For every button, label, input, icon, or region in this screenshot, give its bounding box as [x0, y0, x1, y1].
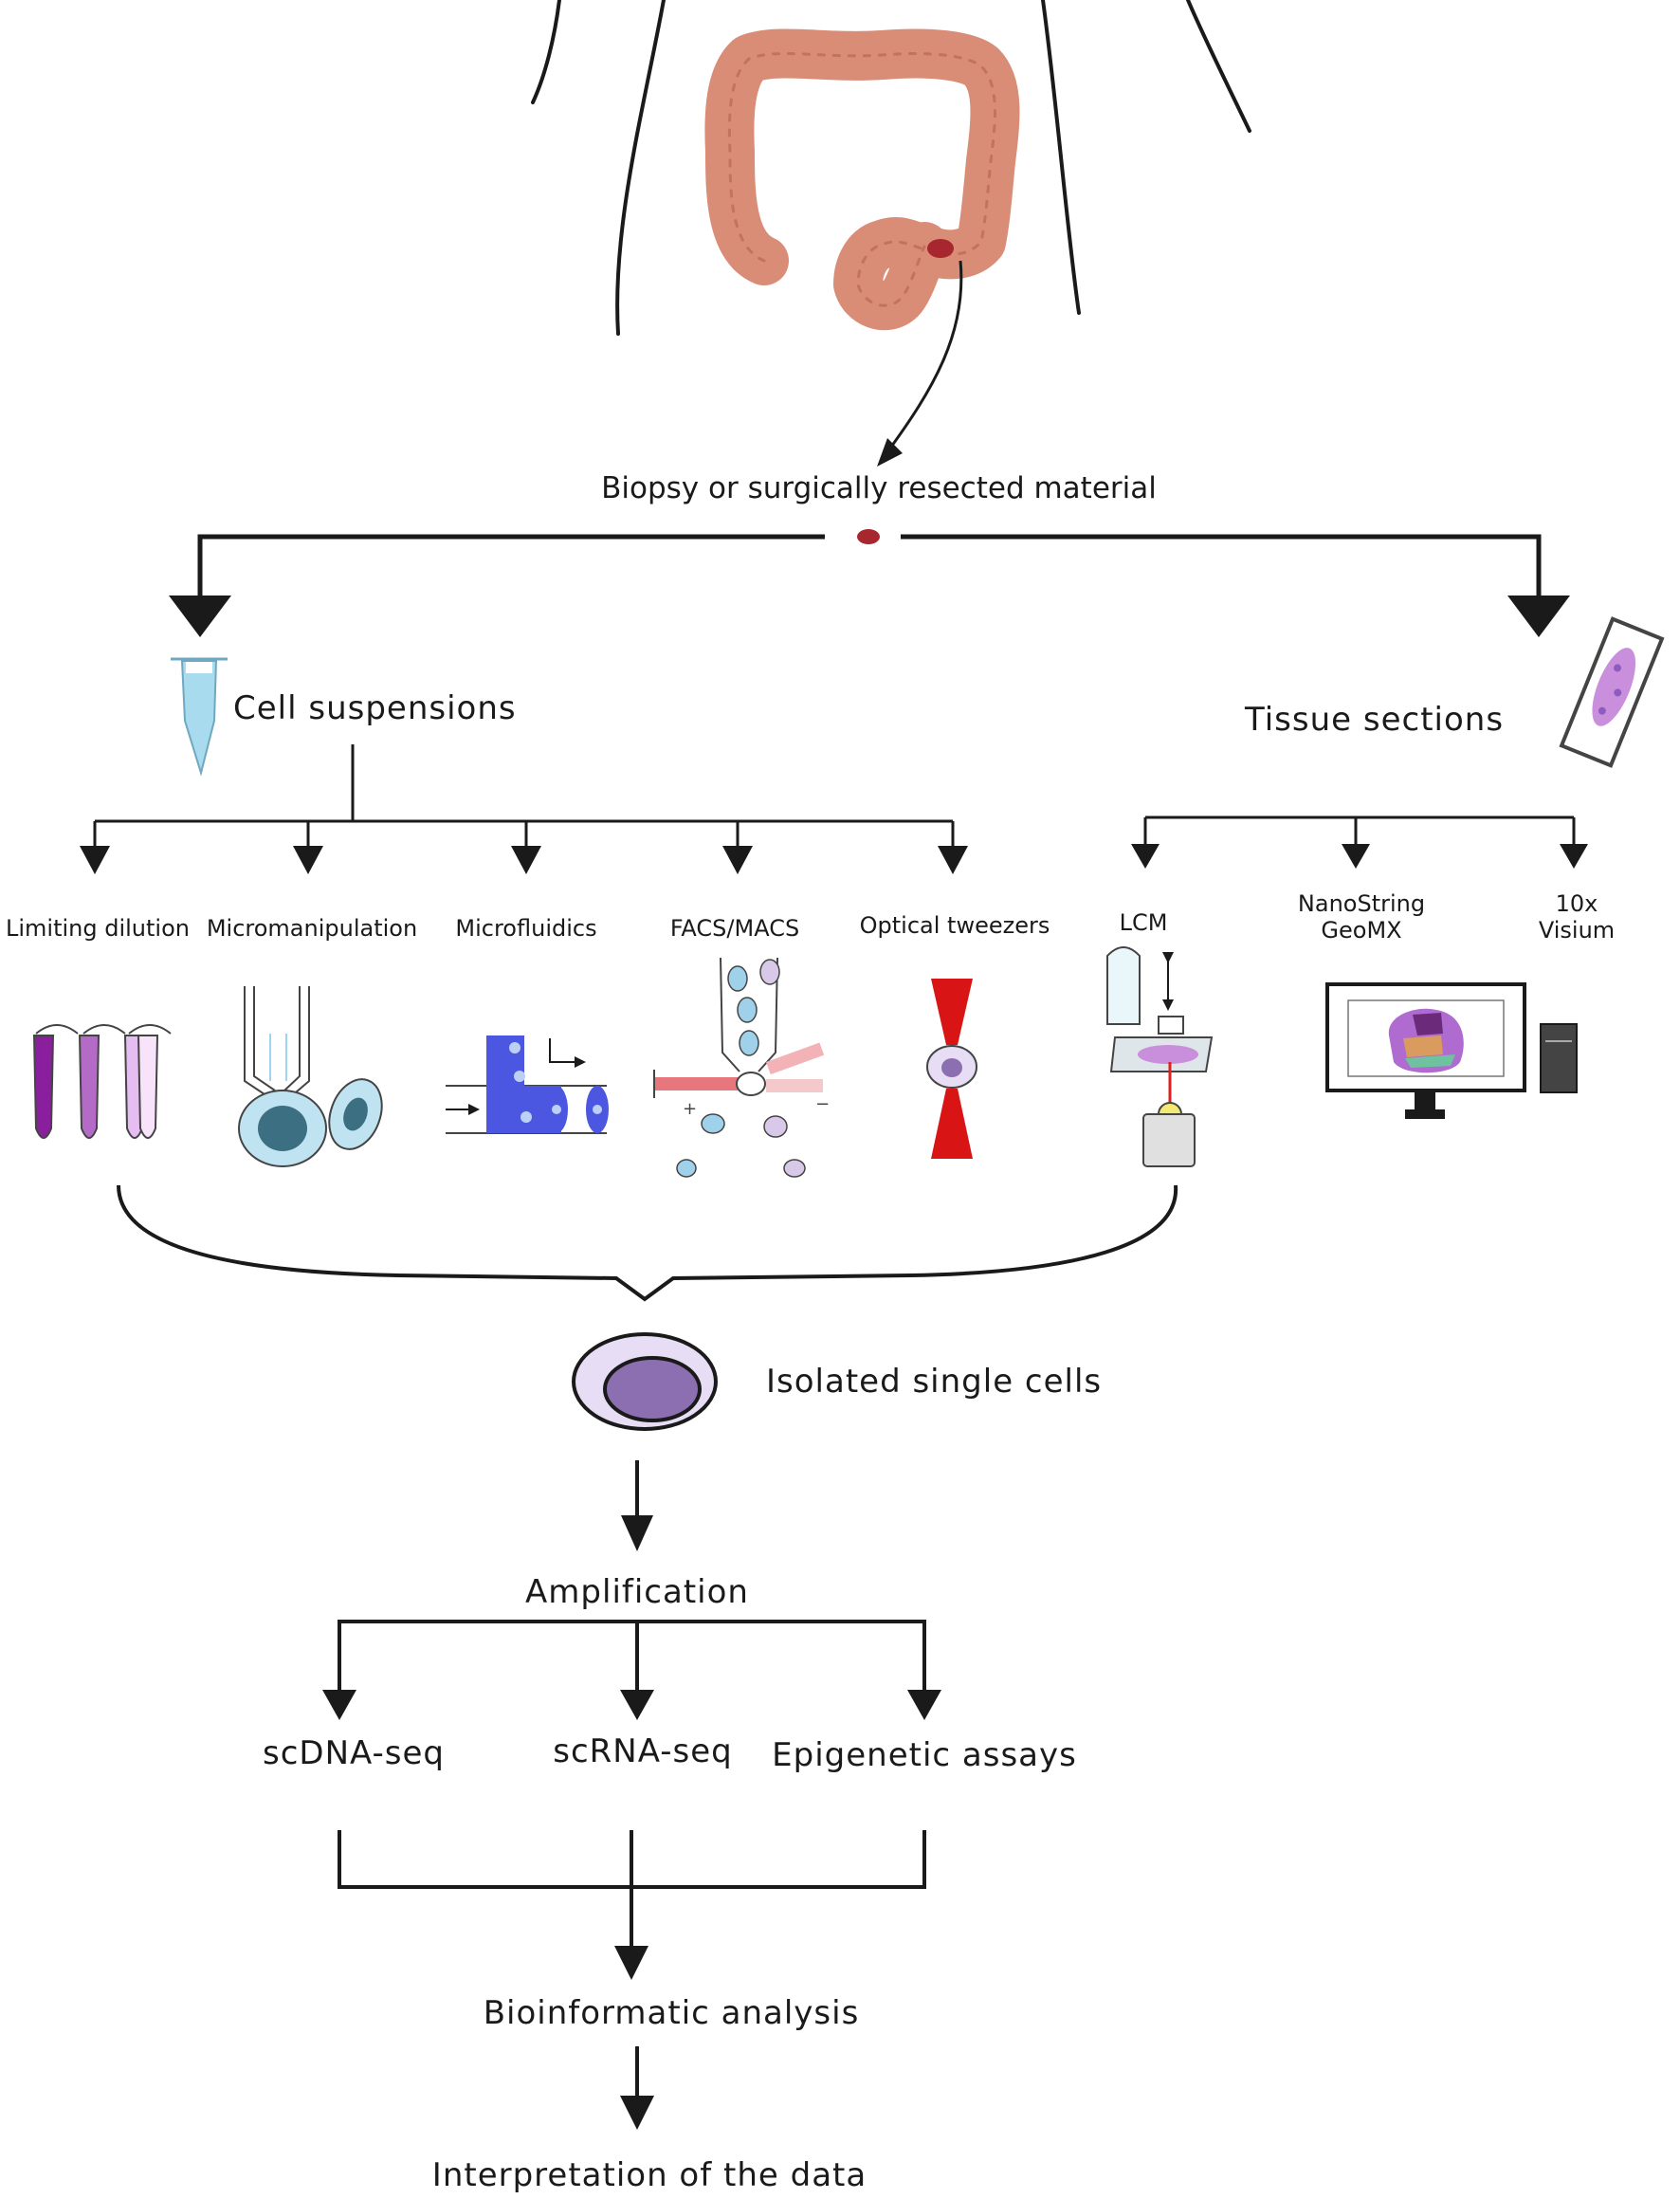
svg-text:−: −: [815, 1094, 830, 1114]
assay-epigenetic: Epigenetic assays: [772, 1736, 1077, 1774]
assay-scrna-seq: scRNA-seq: [553, 1732, 733, 1770]
biopsy-sample-icon: [857, 529, 880, 544]
colon-illustration: [704, 28, 1020, 331]
method-microfluidics: Microfluidics: [455, 915, 597, 942]
microfluidics-icon: [446, 1035, 609, 1134]
isolated-cell-icon: [572, 1332, 718, 1431]
tissue-arrowheads: [1131, 844, 1588, 869]
cell-suspension-tree: [93, 744, 955, 846]
biopsy-split-lines: [197, 534, 1542, 597]
downstream-arrowheads: [322, 1515, 941, 2130]
collecting-brace: [117, 1184, 1178, 1302]
facs-macs-icon: + −: [653, 957, 830, 1178]
cell-suspensions-label: Cell suspensions: [233, 689, 517, 727]
interpretation-label: Interpretation of the data: [431, 2156, 867, 2194]
slide-icon: [1559, 616, 1665, 768]
method-nanostring: NanoString GeoMX: [1297, 890, 1426, 944]
biopsy-arrow: [885, 260, 963, 454]
method-visium-line2: Visium: [1538, 916, 1616, 944]
limiting-dilution-icon: [32, 1024, 172, 1139]
method-optical-tweezers: Optical tweezers: [859, 912, 1050, 939]
method-nanostring-line1: NanoString: [1297, 890, 1426, 917]
tumor-mark: [927, 239, 954, 258]
method-limiting-dilution: Limiting dilution: [6, 915, 190, 942]
svg-text:+: +: [683, 1099, 697, 1119]
isolated-cells-label: Isolated single cells: [766, 1363, 1103, 1401]
arrow-left-branch: [169, 596, 231, 637]
lcm-icon: [1106, 946, 1214, 1167]
micromanipulation-icon: [238, 986, 383, 1167]
method-nanostring-line2: GeoMX: [1321, 916, 1402, 944]
optical-tweezers-icon: [926, 979, 977, 1159]
amplification-label: Amplification: [525, 1573, 749, 1611]
method-lcm: LCM: [1119, 909, 1168, 936]
arrow-right-branch: [1507, 596, 1570, 637]
method-micromanipulation: Micromanipulation: [206, 915, 418, 942]
downstream-lines: [338, 1460, 926, 2098]
assay-scdna-seq: scDNA-seq: [262, 1734, 446, 1772]
method-visium: 10x Visium: [1538, 890, 1616, 944]
method-facs-macs: FACS/MACS: [669, 915, 800, 942]
method-visium-line1: 10x: [1555, 890, 1598, 917]
suspension-arrowheads: [80, 846, 968, 874]
tube-icon: [171, 657, 228, 777]
bioinformatic-analysis-label: Bioinformatic analysis: [483, 1994, 860, 2032]
computer-monitor-icon: [1325, 982, 1578, 1119]
tissue-section-tree: [1143, 815, 1576, 844]
tissue-sections-label: Tissue sections: [1245, 701, 1505, 739]
source-label: Biopsy or surgically resected material: [601, 471, 1157, 505]
body-outline: [531, 0, 1251, 336]
